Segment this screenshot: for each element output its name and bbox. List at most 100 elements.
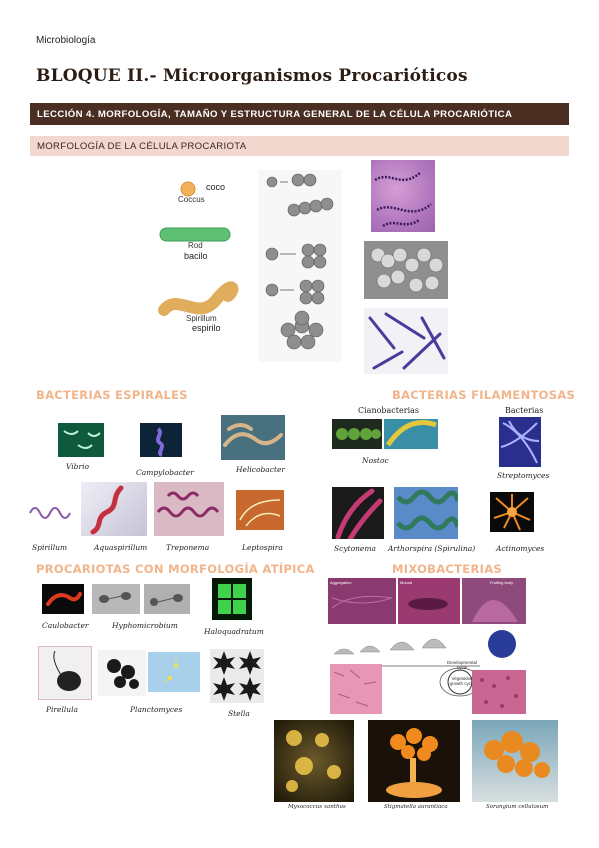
leptospira-caption: Leptospira [242,543,283,552]
atypical-title: PROCARIOTAS CON MORFOLOGÍA ATÍPICA [36,562,315,576]
streptococci-micrograph [371,160,435,232]
rod-en-label: Rod [188,241,203,250]
planctomyces-image-2 [148,652,200,692]
myxo-myxospores-image [472,670,526,714]
myxo-label-vegetative: Vegetative growth cycle [449,676,475,686]
haloquadratum-cells [218,584,246,614]
rod-shape [159,227,231,242]
spirillum-cell [29,507,71,519]
myxococcus-caption: Myxococcus xanthus [288,804,346,810]
myxo-cycle-svg [333,630,516,697]
bacteria-header: Bacterias [505,406,544,415]
campylobacter-caption: Campylobacter [136,468,194,477]
myxo-mound-shape [408,598,448,610]
stella-caption: Stella [228,709,250,718]
spirulina-image [394,487,458,539]
haloquadratum-image [212,578,252,620]
pirellula-caption: Pirellula [46,705,78,714]
campylobacter-cell [156,427,164,457]
spirillum-image [28,500,74,526]
stella-image [210,649,264,703]
actinomyces-colony [493,494,531,531]
streptomyces-image [499,417,541,467]
hyphomicrobium-image-2 [144,584,190,614]
hyphomicrobium-caption: Hyphomicrobium [112,621,178,630]
spirillum-caption: Spirillum [32,543,68,552]
planctomyces-cells-2 [163,658,178,683]
myxo-mound-image [398,578,460,624]
myxo-fruiting-body-image [462,578,526,624]
hyphomicrobium-cells-2 [150,594,183,606]
bloque-title: BLOQUE II.- Microorganismos Procariótico… [36,66,468,86]
myxococcus-fruiting-bodies [286,730,341,792]
sorangium-colony [484,731,550,778]
coccus-en-label: Coccus [178,195,205,204]
nostoc-image-1 [332,419,382,449]
streptococci-chains [374,171,432,228]
myxo-cells-texture [333,669,377,707]
stigmatella-image [368,720,460,802]
morphology-title-bar: MORFOLOGÍA DE LA CÉLULA PROCARIOTA [30,136,569,156]
myxococcus-image [274,720,354,802]
spirillum-en-label: Spirillum [186,314,217,323]
scytonema-filaments [335,488,383,539]
bacilli-micrograph [364,308,448,374]
haloquadratum-caption: Haloquadratum [204,627,264,636]
vibrio-image [58,423,104,457]
aquaspirillum-caption: Aquaspirillum [94,543,148,552]
caulobacter-caption: Caulobacter [42,621,89,630]
staphylococci-micrograph [364,241,448,299]
spiral-bacteria-title: BACTERIAS ESPIRALES [36,388,188,402]
myxo-fruiting-shape [472,600,518,622]
myxo-spores-texture [480,676,518,708]
myxo-label-aggregation: Aggregation [330,580,352,585]
streptomyces-hyphae [500,420,540,464]
aquaspirillum-cell [90,485,124,535]
cell-shapes-figure [158,172,260,362]
myxo-label-developmental: Developmental cycle [446,660,478,670]
planctomyces-image-1 [98,650,146,696]
spirulina-filaments [396,489,458,531]
myxo-label-mound: Mound [400,580,413,585]
myxo-label-fruiting: Fruiting body [490,580,514,585]
hyphomicrobium-image-1 [92,584,140,614]
lesson-title: LECCIÓN 4. MORFOLOGÍA, TAMAÑO Y ESTRUCTU… [37,108,513,120]
bacilli-rods [368,312,446,370]
coccus-es-label: coco [206,182,226,192]
helicobacter-image [221,415,285,460]
myxo-vegetative-cells-image [330,664,382,714]
sorangium-caption: Sorangium cellulosum [486,804,549,810]
caulobacter-cell [46,592,82,606]
stigmatella-caption: Stigmatella aurantiaca [384,804,448,810]
leptospira-image [236,490,284,530]
myxo-aggregation-image [328,578,396,624]
coccus-arrangements-figure [258,170,342,362]
aquaspirillum-image [81,482,147,536]
myxo-fruiting-ball [488,630,516,658]
spirillum-es-label: espirilo [192,323,221,333]
spirulina-caption: Arthorspira (Spirulina) [388,544,476,553]
treponema-caption: Treponema [166,543,210,552]
actinomyces-caption: Actinomyces [496,544,545,553]
vibrio-cells [63,430,101,449]
caulobacter-image [42,584,84,614]
pirellula-cell [53,650,81,691]
scytonema-image [332,487,384,539]
lesson-title-bar: LECCIÓN 4. MORFOLOGÍA, TAMAÑO Y ESTRUCTU… [30,103,569,125]
morphology-title: MORFOLOGÍA DE LA CÉLULA PROCARIOTA [37,140,247,152]
cyanobacteria-header: Cianobacterias [358,406,419,415]
campylobacter-image [140,423,182,457]
myxobacteria-title: MIXOBACTERIAS [392,562,502,576]
myxo-aggregation-texture [331,595,393,609]
planctomyces-caption: Planctomyces [130,705,183,714]
staph-cluster [370,247,444,293]
nostoc-image-2 [384,419,438,449]
helicobacter-caption: Helicobacter [236,465,286,474]
treponema-cells [156,491,220,518]
nostoc-caption: Nostoc [362,456,389,465]
rod-es-label: bacilo [184,251,208,261]
myxo-cycle-diagram [330,626,530,718]
sorangium-image [472,720,558,802]
nostoc-chain-2 [385,420,437,447]
cell-shapes-svg [158,181,239,316]
